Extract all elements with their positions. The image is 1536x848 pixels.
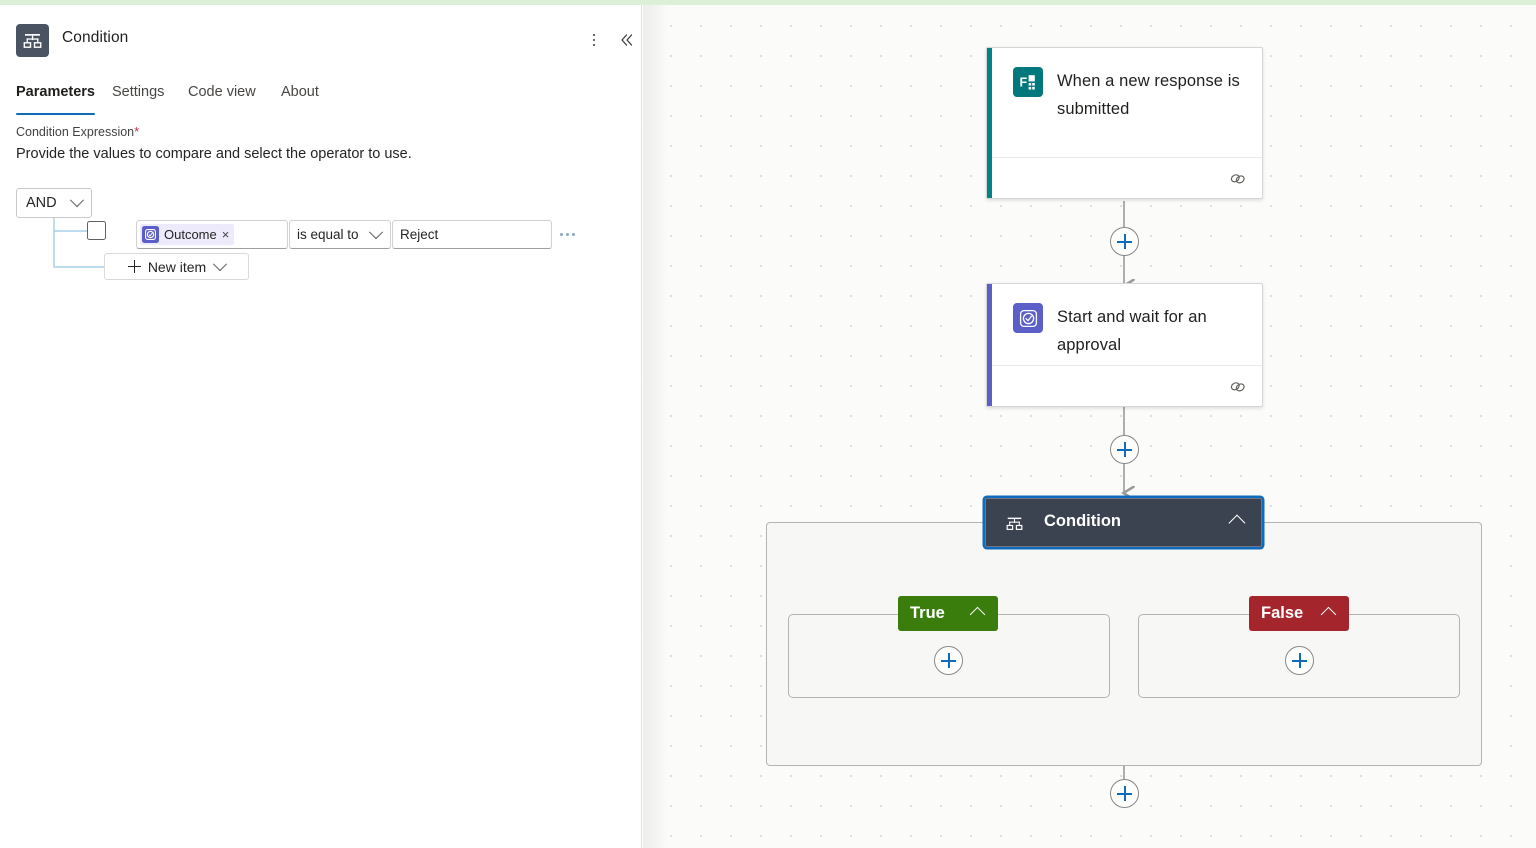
chevron-up-icon[interactable] bbox=[1320, 606, 1337, 623]
panel-header: Condition bbox=[0, 5, 641, 67]
panel-tabs: Parameters Settings Code view About bbox=[0, 73, 641, 117]
operator-value: is equal to bbox=[297, 227, 359, 242]
node-footer bbox=[991, 157, 1262, 198]
flow-node-trigger[interactable]: F When a new response is submitted bbox=[986, 47, 1263, 199]
required-marker: * bbox=[134, 124, 140, 139]
plus-icon bbox=[127, 260, 141, 273]
node-accent-bar bbox=[987, 48, 992, 198]
chevron-down-icon bbox=[69, 193, 85, 208]
dynamic-content-token[interactable]: Outcome × bbox=[140, 224, 235, 245]
condition-branch-icon bbox=[16, 24, 49, 57]
tab-label: Code view bbox=[188, 84, 256, 100]
condition-left-value-input[interactable]: Outcome × bbox=[136, 220, 288, 249]
chevron-up-icon[interactable] bbox=[1228, 514, 1246, 532]
tab-label: About bbox=[281, 84, 319, 100]
link-chain-icon[interactable] bbox=[1228, 169, 1248, 189]
add-step-true-branch-button[interactable] bbox=[934, 646, 963, 675]
add-step-after-condition-button[interactable] bbox=[1110, 779, 1139, 808]
node-footer bbox=[991, 365, 1262, 406]
microsoft-forms-icon: F bbox=[1013, 67, 1043, 97]
tab-parameters[interactable]: Parameters bbox=[16, 73, 95, 115]
more-vertical-icon[interactable] bbox=[581, 27, 607, 53]
tab-settings[interactable]: Settings bbox=[112, 73, 164, 115]
node-title: When a new response is submitted bbox=[1057, 72, 1240, 118]
add-new-item-button[interactable]: New item bbox=[104, 253, 249, 280]
approvals-icon bbox=[1013, 303, 1043, 333]
approval-token-icon bbox=[142, 226, 159, 243]
add-step-false-branch-button[interactable] bbox=[1285, 646, 1314, 675]
branch-label: False bbox=[1261, 604, 1304, 622]
node-title: Condition bbox=[1044, 512, 1121, 530]
add-step-after-trigger-button[interactable] bbox=[1110, 227, 1139, 256]
tab-about[interactable]: About bbox=[281, 73, 319, 115]
tab-label: Settings bbox=[112, 84, 165, 100]
chevron-down-icon bbox=[368, 224, 384, 239]
token-label: Outcome bbox=[164, 227, 217, 242]
condition-expression-description: Provide the values to compare and select… bbox=[16, 146, 412, 162]
condition-operator-dropdown[interactable]: is equal to bbox=[289, 220, 391, 249]
page-title: Condition bbox=[62, 29, 129, 46]
top-accent-strip bbox=[0, 0, 1536, 5]
right-value-text: Reject bbox=[400, 227, 439, 242]
logic-operator-value: AND bbox=[26, 195, 57, 211]
link-chain-icon[interactable] bbox=[1228, 377, 1248, 397]
tab-code-view[interactable]: Code view bbox=[188, 73, 256, 115]
condition-branch-icon bbox=[1004, 513, 1024, 533]
chevron-double-left-icon[interactable] bbox=[613, 27, 639, 53]
node-title: Start and wait for an approval bbox=[1057, 308, 1207, 354]
tab-label: Parameters bbox=[16, 84, 95, 100]
false-branch-header[interactable]: False bbox=[1249, 596, 1349, 631]
node-accent-bar bbox=[987, 284, 992, 406]
logic-operator-dropdown[interactable]: AND bbox=[16, 188, 92, 218]
branch-label: True bbox=[910, 604, 945, 622]
new-item-label: New item bbox=[147, 258, 207, 275]
chevron-down-icon bbox=[213, 256, 228, 271]
condition-right-value-input[interactable]: Reject bbox=[392, 220, 552, 249]
action-details-panel: Condition Parameters Settings Code view bbox=[0, 5, 642, 848]
field-label-text: Condition Expression bbox=[16, 125, 135, 139]
condition-row-checkbox[interactable] bbox=[87, 221, 106, 240]
flow-node-approval[interactable]: Start and wait for an approval bbox=[986, 283, 1263, 407]
close-icon[interactable]: × bbox=[221, 227, 230, 242]
svg-text:F: F bbox=[1020, 76, 1028, 90]
tab-active-indicator bbox=[16, 112, 95, 115]
add-step-after-approval-button[interactable] bbox=[1110, 435, 1139, 464]
true-branch-header[interactable]: True bbox=[898, 596, 998, 631]
condition-expression-label: Condition Expression* bbox=[16, 124, 139, 139]
chevron-up-icon[interactable] bbox=[969, 606, 986, 623]
more-horizontal-icon[interactable] bbox=[556, 224, 578, 244]
flow-canvas[interactable]: F When a new response is submitted bbox=[643, 5, 1536, 848]
flow-node-condition[interactable]: Condition bbox=[985, 498, 1262, 547]
